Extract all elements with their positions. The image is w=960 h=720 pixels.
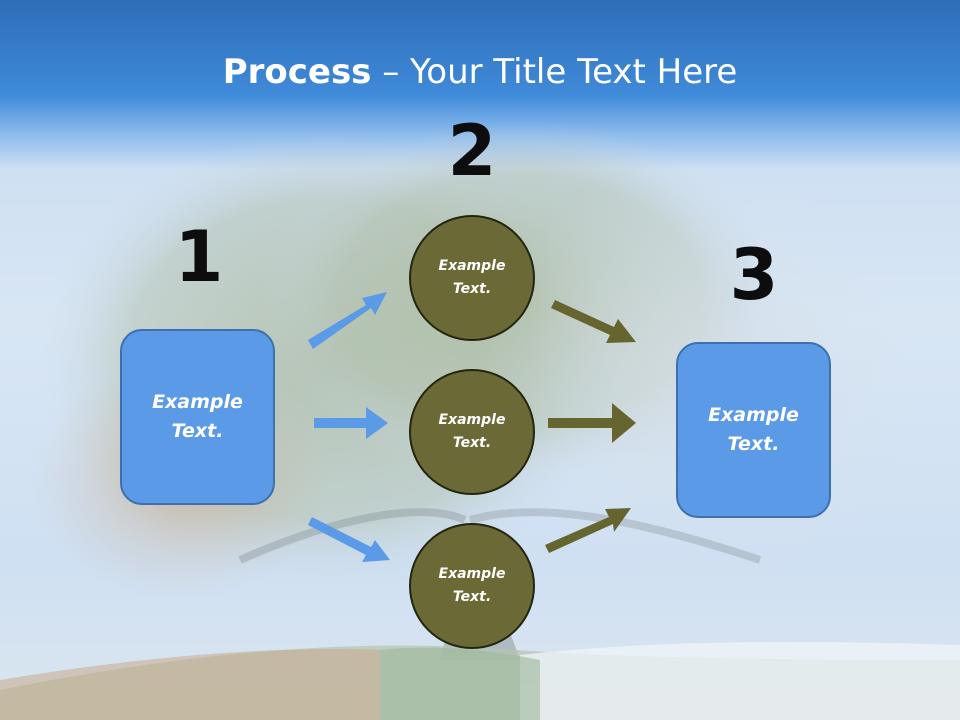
step-number-1: 1 xyxy=(174,216,224,298)
middle-circle-middle: Example Text. xyxy=(409,369,535,495)
middle-circle-bottom-label: Example Text. xyxy=(438,566,506,605)
end-box: Example Text. xyxy=(676,342,831,518)
slide-title: Process – Your Title Text Here xyxy=(0,52,960,92)
middle-circle-top: Example Text. xyxy=(409,215,535,341)
middle-circle-top-label: Example Text. xyxy=(438,258,506,297)
title-bold: Process xyxy=(222,52,372,92)
start-box-label: Example Text. xyxy=(152,391,243,442)
title-rest: – Your Title Text Here xyxy=(371,52,738,92)
start-box: Example Text. xyxy=(120,329,275,505)
end-box-label: Example Text. xyxy=(708,404,799,455)
step-number-2: 2 xyxy=(447,110,497,192)
step-number-3: 3 xyxy=(729,234,779,316)
middle-circle-bottom: Example Text. xyxy=(409,523,535,649)
middle-circle-middle-label: Example Text. xyxy=(438,412,506,451)
